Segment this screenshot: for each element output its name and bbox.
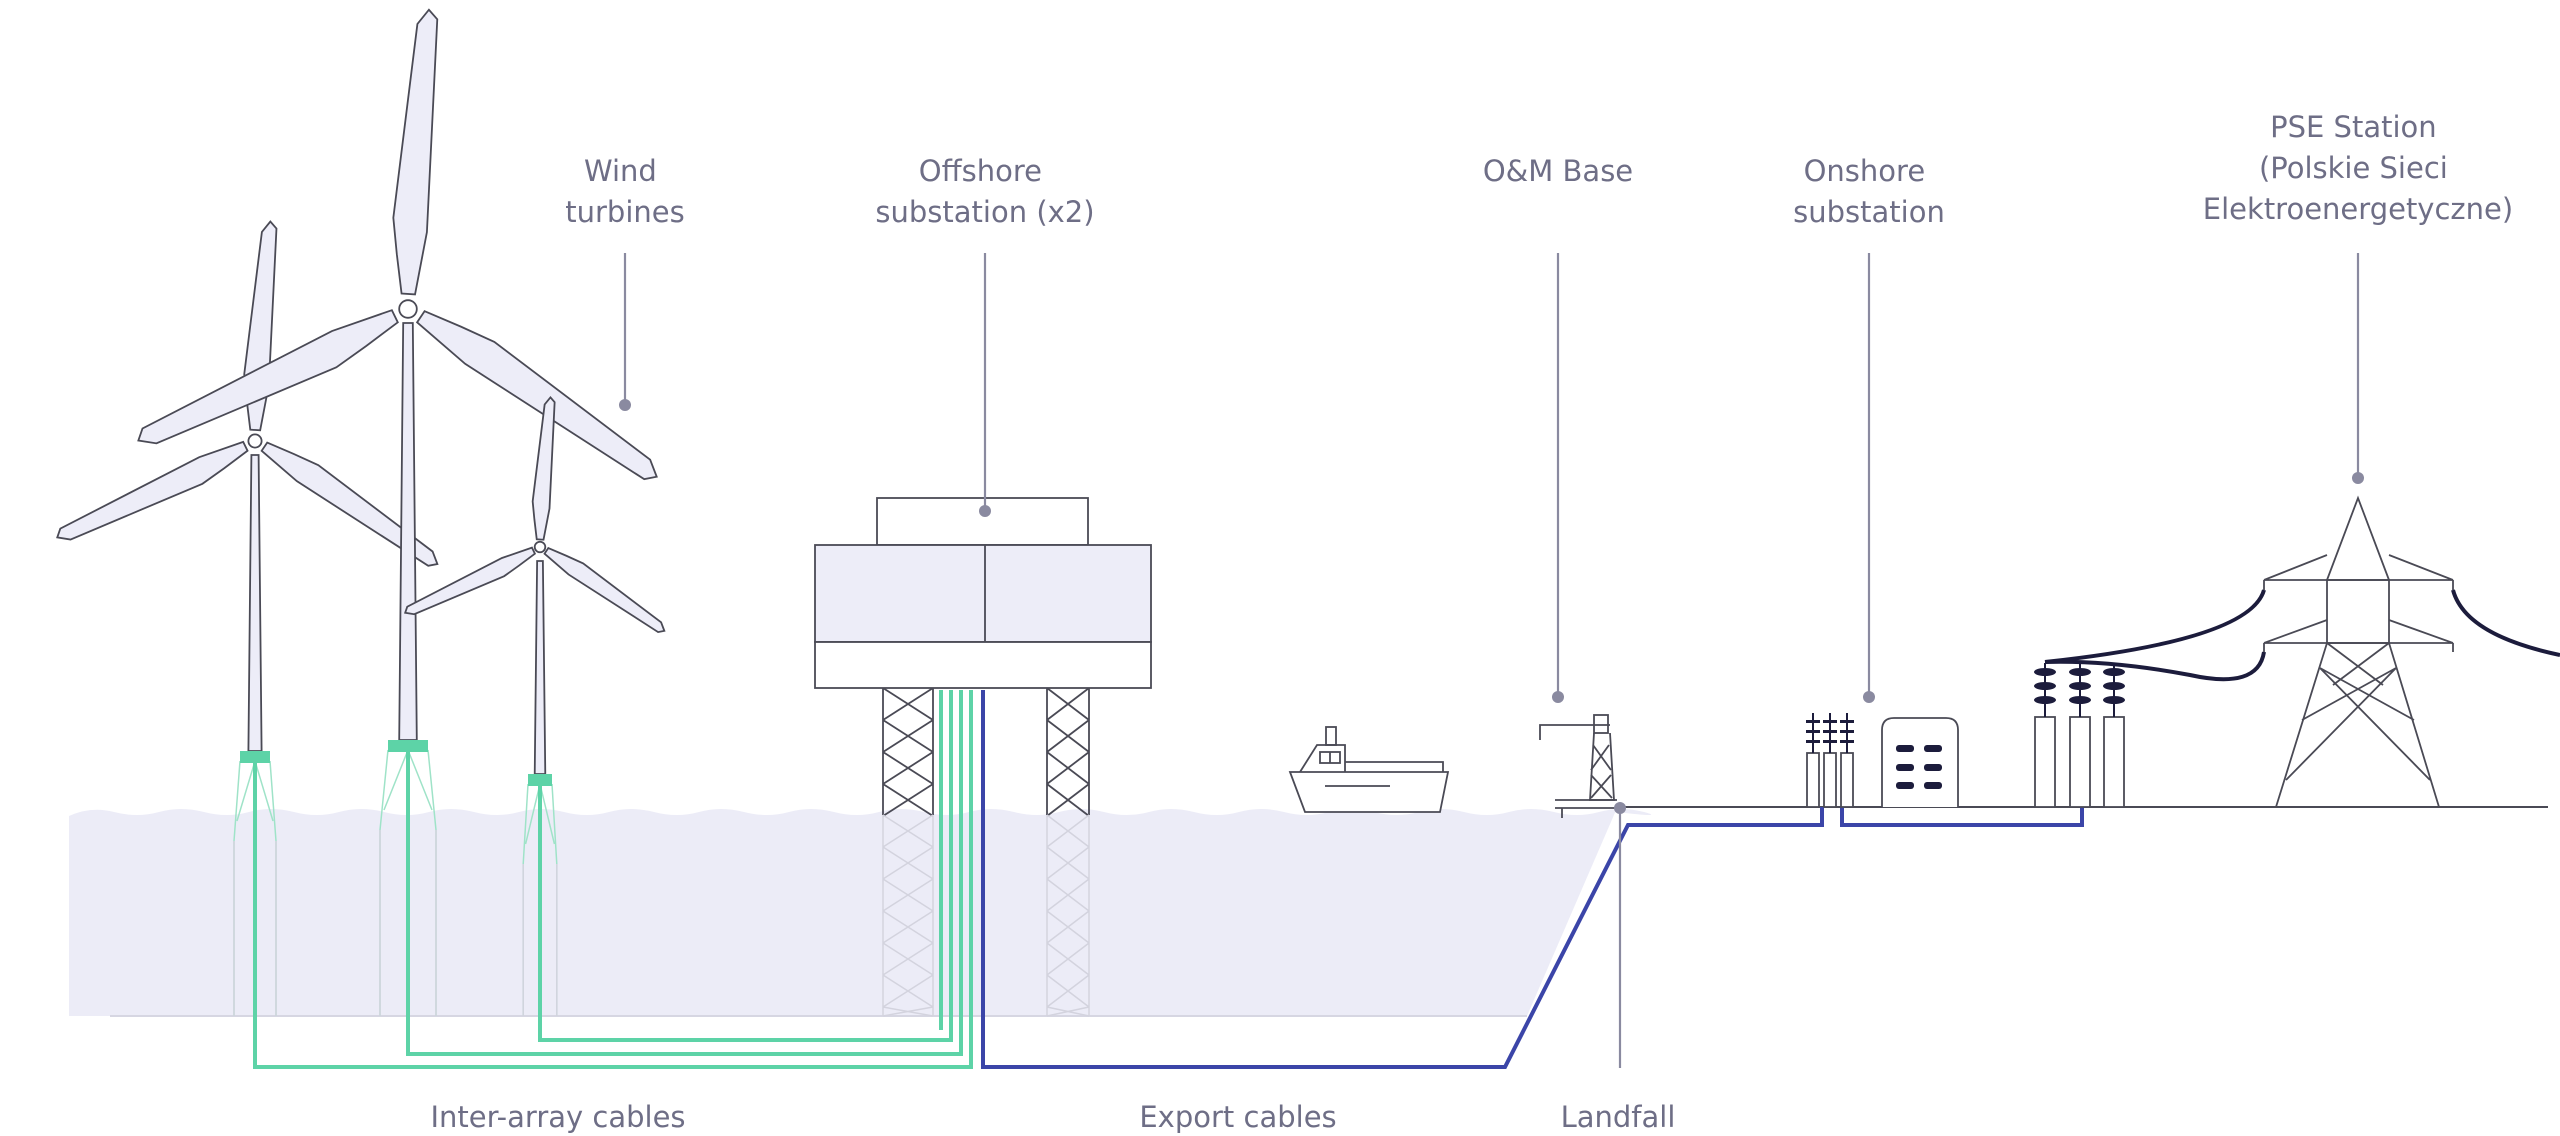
substation-deck [814,641,1152,689]
turbine-blade [415,310,658,481]
wind-turbines-group [56,8,666,1016]
turbine-hub [533,540,547,554]
turbine-tower [533,560,547,775]
substation-jacket-legs [882,687,1090,1017]
label-landfall: Landfall [1561,1100,1676,1134]
turbine-blade [543,546,666,634]
inter-array-cable [538,690,953,1042]
inter-array-cable [406,690,963,1056]
jacket-below-water [1046,814,1090,1017]
wind-turbine [403,395,666,1016]
turbine-hub [247,433,263,449]
sea-water [69,808,1652,1016]
foundation-legs-underwater [379,830,437,1016]
inter-array-cable [253,690,973,1069]
label-wind-turbines: Wind turbines [565,154,684,229]
turbine-blade [531,395,556,541]
pse-transformer-bushing [2069,663,2091,808]
export-cable-offshore [981,690,1824,1069]
pse-pylon [2263,495,2454,808]
wind-turbine [137,8,658,1016]
foundation-legs-underwater [522,864,558,1016]
onshore-insulator [1840,713,1854,808]
transition-piece [240,751,270,763]
export-cables [981,690,2084,1069]
jacket-leg [1046,687,1090,1017]
turbine-blade [56,440,249,541]
label-export-cables: Export cables [1139,1100,1336,1134]
turbine-blade [403,546,537,616]
turbine-tower [398,322,418,741]
onshore-insulator [1806,713,1820,808]
onshore-substation-building [1881,717,1959,807]
jacket-leg [882,687,934,1017]
label-pointers [619,253,2364,1068]
label-onshore-substation: Onshore substation [1793,154,1945,229]
inter-array-cables [253,690,973,1069]
substation-topside [814,544,1152,643]
offshore-substation [814,497,1152,1017]
export-cable-onshore [1840,807,2084,827]
om-base-crane [1539,714,1617,818]
turbine-blade [392,8,439,296]
pse-transformer-bushing [2034,663,2056,808]
substation-top-module [876,497,1089,546]
label-inter-array-cables: Inter-array cables [430,1100,685,1134]
turbine-tower [247,454,263,752]
turbine-blade [260,441,439,567]
jacket-above-water [882,687,934,817]
foundation-legs-underwater [233,841,277,1016]
label-offshore-substation: Offshore substation (x2) [875,154,1094,229]
label-pse-station: PSE Station (Polskie Sieci Elektroenerge… [2203,110,2513,226]
label-om-base: O&M Base [1483,154,1633,188]
power-lines [2044,589,2560,682]
turbine-hub [398,299,418,319]
onshore-insulator [1823,713,1837,808]
vessel [1288,726,1450,813]
pse-transformer-bushing [2103,663,2125,808]
turbine-blade [137,309,399,445]
jacket-below-water [882,814,934,1017]
onshore-substation [1806,663,2125,808]
jacket-above-water [1046,687,1090,817]
